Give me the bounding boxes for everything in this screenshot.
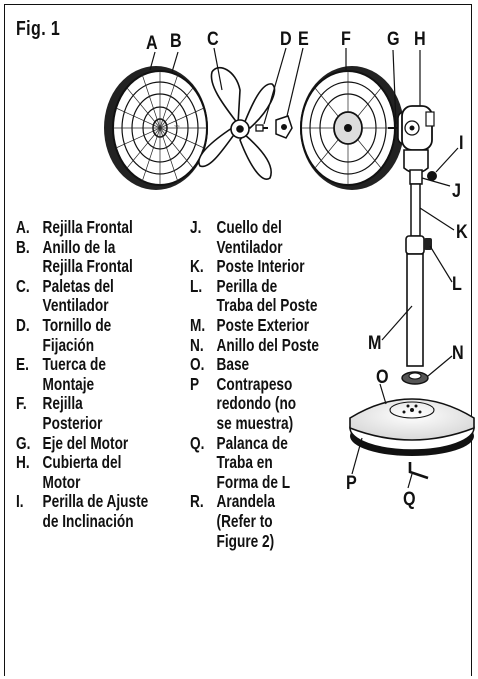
legend-key: B.: [16, 236, 30, 257]
legend-text: Eje del Motor: [42, 432, 129, 453]
legend-item-c: C. Paletas del Ventilador: [16, 275, 148, 316]
legend-item-g: G. Eje del Motor: [16, 432, 148, 454]
legend-right: J. Cuello del Ventilador K. Poste Interior…: [190, 217, 319, 551]
legend-key: N.: [190, 334, 204, 355]
callout-b: B: [170, 31, 182, 52]
callout-a: A: [146, 33, 158, 54]
callout-i: I: [459, 133, 464, 154]
callout-o: O: [376, 367, 389, 388]
legend-key: D.: [16, 314, 30, 335]
legend-item-a: A. Rejilla Frontal: [16, 217, 148, 238]
legend-text: Cubierta del Motor: [42, 452, 122, 492]
legend-text: Tornillo de Fijación: [42, 314, 112, 355]
legend-key: A.: [16, 217, 30, 237]
legend-key: H.: [16, 452, 30, 473]
legend-item-e: E. Tuerca de Montaje: [16, 354, 148, 394]
legend-text: Anillo del Poste: [216, 334, 319, 355]
legend-item-o: O. Base: [190, 355, 319, 375]
leader-lines: [149, 47, 459, 489]
callout-n: N: [452, 343, 464, 364]
callout-f: F: [341, 29, 351, 50]
legend-item-b: B. Anillo de la Rejilla Frontal: [16, 236, 148, 277]
legend-key: I.: [16, 491, 24, 512]
legend-key: L.: [190, 275, 203, 296]
callout-d: D: [280, 29, 292, 50]
legend-item-f: F. Rejilla Posterior: [16, 393, 148, 433]
callout-q: Q: [403, 489, 416, 510]
legend-text: Poste Exterior: [216, 314, 310, 335]
callout-k: K: [456, 222, 468, 243]
svg-text:~~: ~~: [174, 124, 180, 130]
legend-text: Anillo de la Rejilla Frontal: [42, 236, 133, 277]
legend-key: E.: [16, 354, 29, 375]
legend-item-n: N. Anillo del Poste: [190, 334, 319, 356]
legend-item-l: L. Perilla de Traba del Poste: [190, 275, 319, 316]
legend-text: Perilla de Ajuste de Inclinación: [42, 491, 149, 531]
legend-item-i: I. Perilla de Ajuste de Inclinación: [16, 491, 149, 531]
legend-text: Cuello del Ventilador: [216, 217, 283, 257]
legend-key: M.: [190, 314, 206, 335]
legend-text: Poste Interior: [216, 256, 305, 277]
legend-item-j: J. Cuello del Ventilador: [190, 217, 319, 257]
motor-assembly: [388, 105, 435, 151]
legend-text: Rejilla Frontal: [42, 217, 133, 237]
legend-key: R.: [190, 491, 204, 512]
legend-text: Palanca de Traba en Forma de L: [216, 432, 291, 492]
callout-p: P: [346, 473, 357, 494]
callout-e: E: [298, 29, 309, 50]
figure-frame: [4, 4, 472, 676]
legend-left: A. Rejilla Frontal B. Anillo de la Rejilla…: [16, 217, 149, 532]
legend-text: Contrapeso redondo (no se muestra): [216, 373, 297, 433]
legend-item-r: R. Arandela (Refer to Figure 2): [190, 492, 319, 551]
callout-l: L: [452, 274, 462, 295]
legend-text: Arandela (Refer to Figure 2): [216, 491, 275, 551]
legend-text: Base: [216, 354, 250, 375]
legend-key: F.: [16, 393, 27, 414]
pole-assembly: [405, 183, 432, 367]
legend-item-q: Q. Palanca de Traba en Forma de L: [190, 432, 319, 493]
callout-g: G: [387, 29, 400, 50]
fixing-screw: [255, 124, 268, 132]
legend-key: Q.: [190, 432, 205, 453]
figure-title: Fig. 1: [16, 18, 61, 40]
legend-item-m: M. Poste Exterior: [190, 314, 319, 336]
legend-item-k: K. Poste Interior: [190, 257, 319, 277]
fan-blades: [198, 66, 276, 180]
callout-m: M: [368, 333, 382, 354]
neck-and-tilt-knob: [403, 149, 437, 185]
legend-key: J.: [190, 217, 202, 237]
legend-item-p: P Contrapeso redondo (no se muestra): [190, 373, 319, 434]
legend-text: Perilla de Traba del Poste: [216, 275, 318, 316]
legend-key: O.: [190, 354, 205, 375]
legend-text: Paletas del Ventilador: [42, 275, 114, 316]
legend-key: C.: [16, 275, 30, 296]
legend-key: K.: [190, 256, 204, 277]
mounting-nut: [275, 115, 293, 139]
front-grille: ~~: [104, 66, 208, 190]
callout-c: C: [207, 29, 219, 50]
legend-key: G.: [16, 432, 31, 453]
legend-item-d: D. Tornillo de Fijación: [16, 314, 148, 355]
callout-j: J: [452, 181, 461, 202]
legend-text: Tuerca de Montaje: [42, 354, 106, 394]
legend-key: P: [190, 373, 200, 394]
legend-text: Rejilla Posterior: [42, 393, 103, 433]
rear-grille: [300, 66, 404, 190]
base-assembly: [349, 398, 475, 480]
legend-item-h: H. Cubierta del Motor: [16, 452, 148, 492]
pole-ring: [401, 371, 429, 385]
callout-h: H: [414, 29, 426, 50]
